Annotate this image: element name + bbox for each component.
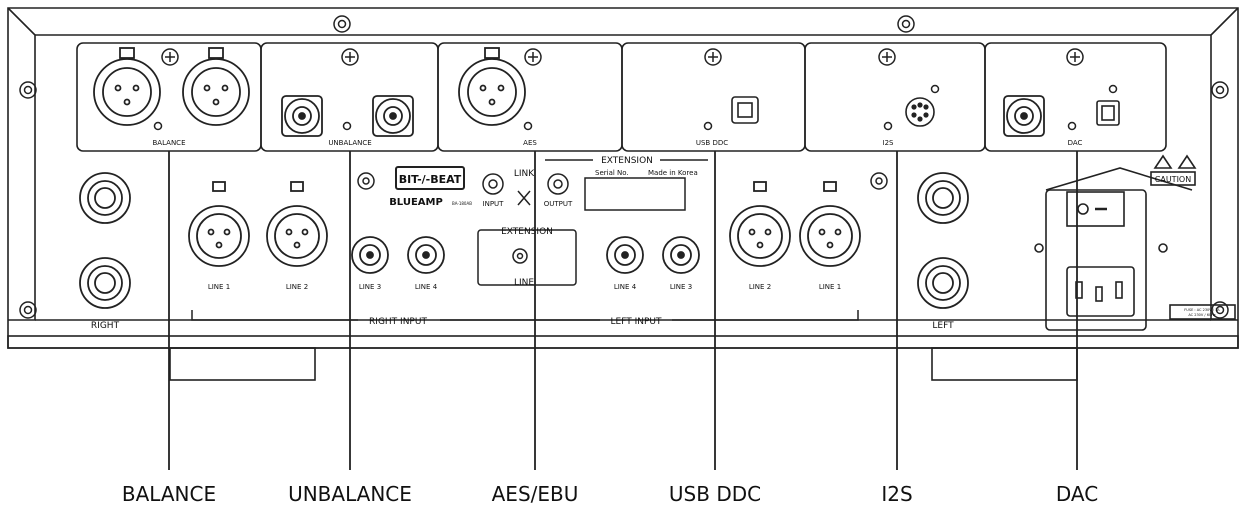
right-input-label: RIGHT INPUT [369, 317, 427, 327]
right-line3-label: LINE 3 [359, 283, 381, 291]
left-input-label: LEFT INPUT [611, 317, 662, 327]
module-label-balance: BALANCE [153, 139, 186, 147]
line-xlr-inputs [188, 181, 861, 267]
chassis-screws [19, 15, 1229, 319]
callout-aes-ebu: AES/EBU [492, 482, 579, 506]
callout-lines [168, 151, 1078, 470]
left-line4-label: LINE 4 [614, 283, 637, 291]
callout-labels: BALANCE UNBALANCE AES/EBU USB DDC I2S DA… [122, 482, 1098, 506]
product-logo: BLUEAMP [389, 197, 443, 208]
brand-logo: BIT-/-BEAT [399, 173, 462, 186]
link-label: LINK [514, 169, 535, 179]
line-label: LINE [514, 278, 534, 288]
model-label: BA-180AB [452, 201, 472, 206]
left-label: LEFT [932, 321, 954, 331]
status-leds [153, 84, 1118, 131]
panel-text: RIGHT LEFT RIGHT INPUT LEFT INPUT LINE 1… [91, 156, 1220, 331]
module-label-aes: AES [523, 139, 537, 147]
module-label-dac: DAC [1068, 139, 1083, 147]
link-output-label: OUTPUT [544, 200, 573, 208]
callout-i2s: I2S [881, 482, 912, 506]
left-line2-label: LINE 2 [749, 283, 771, 291]
left-line3-label: LINE 3 [670, 283, 692, 291]
right-line1-label: LINE 1 [208, 283, 230, 291]
callout-usb-ddc: USB DDC [669, 482, 761, 506]
serial-label: Serial No. [595, 169, 629, 177]
callout-dac: DAC [1056, 482, 1098, 506]
module-label-unbalance: UNBALANCE [328, 139, 371, 147]
digital-ports [731, 96, 1120, 127]
speaker-terminals [79, 172, 969, 309]
made-in-label: Made in Korea [648, 169, 698, 177]
left-line1-label: LINE 1 [819, 283, 841, 291]
module-screws [161, 48, 1084, 66]
callout-unbalance: UNBALANCE [288, 482, 412, 506]
extension-title: EXTENSION [601, 156, 653, 166]
module-label-usb: USB DDC [696, 139, 728, 147]
link-input-label: INPUT [483, 200, 505, 208]
fuse-line2: AC 230V / 60Hz [1188, 313, 1215, 317]
fuse-line1: FUSE : AC 230V / 1A [1184, 308, 1220, 312]
right-label: RIGHT [91, 321, 120, 331]
right-line4-label: LINE 4 [415, 283, 438, 291]
center-section [191, 159, 888, 321]
module-labels: BALANCE UNBALANCE AES USB DDC I2S DAC [153, 139, 1083, 147]
extension-inner-label: EXTENSION [501, 227, 553, 237]
callout-balance: BALANCE [122, 482, 216, 506]
xlr-connectors [93, 47, 526, 126]
module-label-i2s: I2S [883, 139, 895, 147]
right-line2-label: LINE 2 [286, 283, 308, 291]
caution-label: CAUTION [1155, 175, 1191, 184]
rca-connectors [281, 95, 1045, 137]
power-section [1034, 154, 1236, 331]
line-rca-inputs [351, 236, 700, 274]
